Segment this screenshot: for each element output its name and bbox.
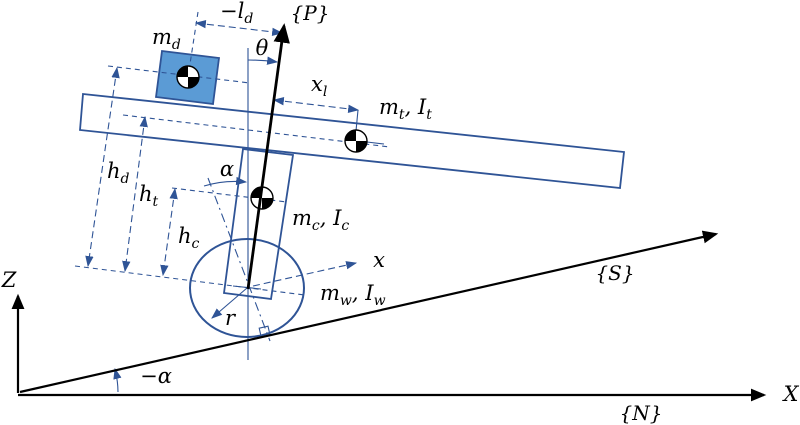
hc-label: hc	[178, 224, 200, 252]
mt-crosshair	[366, 141, 385, 145]
theta-angle-arc	[247, 56, 279, 65]
pendulum-axis-arrow	[246, 23, 290, 290]
hd-dimension-line	[85, 66, 120, 268]
wheel-circle	[189, 238, 305, 338]
table-body	[79, 93, 625, 189]
mw-mass-label: mw, Iw	[320, 281, 386, 309]
wheel-radius-arrow	[211, 287, 248, 319]
hc-dimension-line	[160, 187, 178, 277]
alpha-label: α	[220, 157, 234, 181]
neg-alpha-label: −α	[140, 364, 172, 388]
xl-dimension-line	[272, 97, 360, 113]
ht-dimension-line	[122, 115, 148, 273]
neg-ld-label: −ld	[220, 0, 253, 27]
com-symbol-mt	[344, 129, 368, 153]
md-mass-label: md	[152, 25, 181, 53]
xl-label: xl	[311, 72, 327, 100]
frame-p-label: {P}	[291, 1, 330, 25]
world-x-label: X	[782, 382, 800, 406]
alpha-angle-arc	[203, 176, 248, 187]
world-z-label: Z	[1, 268, 17, 292]
body-x-label: x	[373, 248, 385, 272]
ht-label: ht	[139, 182, 159, 210]
xl-extension-line	[355, 109, 359, 132]
wheel-radius-label: r	[225, 306, 237, 330]
com-symbol-md	[176, 65, 200, 89]
mt-mass-label: mt, It	[379, 95, 432, 123]
mc-com-level-line	[171, 187, 288, 203]
chassis-body	[222, 148, 295, 301]
com-symbol-mc	[250, 186, 274, 210]
slope-surface-line	[19, 230, 719, 394]
mc-mass-label: mc, Ic	[292, 206, 349, 234]
frame-n-label: {N}	[620, 401, 663, 425]
frame-s-label: {S}	[595, 261, 634, 285]
neg-ld-dimension-line	[194, 19, 284, 37]
theta-label: θ	[256, 36, 269, 60]
neg-alpha-angle-arc	[113, 367, 122, 393]
body-x-axis-arrow	[252, 261, 358, 287]
hd-label: hd	[107, 159, 130, 187]
md-com-level-line	[107, 65, 251, 84]
wheel-axle-baseline	[74, 265, 306, 296]
